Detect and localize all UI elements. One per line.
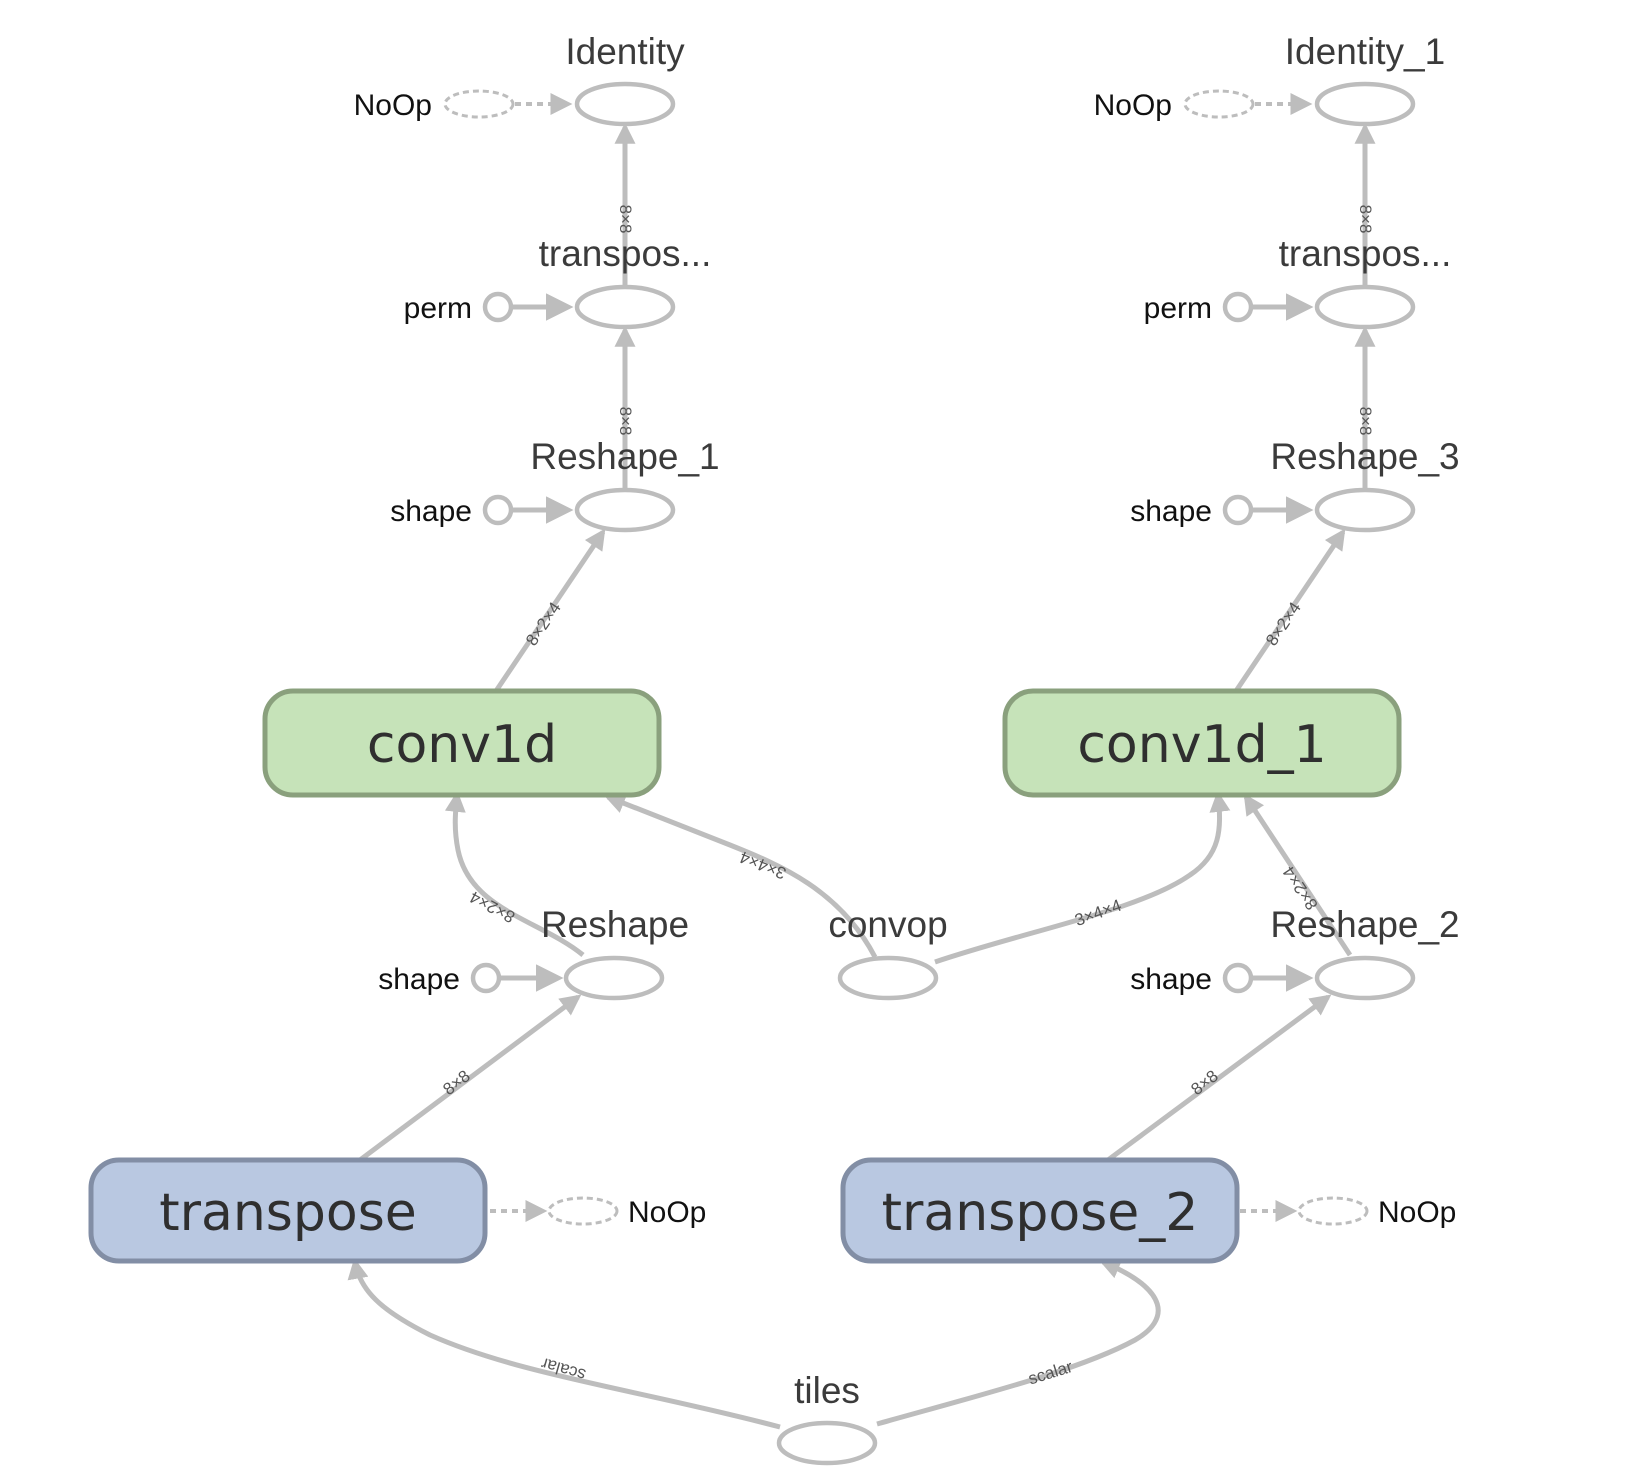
edge-reshape2-to-conv1d-1 <box>1243 793 1353 957</box>
op-node-ellipse[interactable] <box>837 955 939 1001</box>
node-label-transpose-op-left: transpos... <box>539 233 712 274</box>
edge-label: 8×8 <box>616 407 635 436</box>
node-reshape[interactable]: Reshape <box>541 904 689 1001</box>
edge-label: 8×2×4 <box>467 887 519 926</box>
group-label-conv1d: conv1d <box>367 715 557 775</box>
noop-node-ellipse[interactable] <box>1183 89 1255 119</box>
shape-input-reshape-1[interactable]: shape <box>390 494 514 528</box>
op-node-ellipse[interactable] <box>574 487 676 533</box>
edge-label: 8×8 <box>1187 1066 1221 1099</box>
node-label-reshape: Reshape <box>541 904 689 945</box>
group-node-box[interactable] <box>1002 688 1402 798</box>
node-reshape-1[interactable]: Reshape_1 <box>530 436 720 533</box>
edge-conv1d1-to-reshape3 <box>1233 528 1346 693</box>
group-node-box[interactable] <box>262 688 662 798</box>
group-node-box[interactable] <box>840 1157 1240 1264</box>
group-node-box[interactable] <box>88 1157 488 1264</box>
noop-node-ellipse[interactable] <box>1297 1196 1369 1226</box>
group-label-transpose-2: transpose_2 <box>882 1183 1199 1243</box>
edge-label: 3×4×4 <box>1072 896 1124 930</box>
edge-label: 3×4×4 <box>737 847 789 883</box>
edge-label: scalar <box>539 1354 588 1385</box>
node-convop[interactable]: convop <box>828 904 948 1001</box>
node-identity[interactable]: Identity <box>565 31 685 127</box>
const-node[interactable] <box>1222 962 1254 994</box>
noop-input-identity[interactable]: NoOp <box>354 89 515 122</box>
op-node-ellipse[interactable] <box>1314 284 1416 330</box>
node-label-transpose-op-right: transpos... <box>1279 233 1452 274</box>
node-label-identity-1: Identity_1 <box>1285 31 1445 72</box>
const-node[interactable] <box>482 291 514 323</box>
edge-transpose2-to-reshape2 <box>1106 994 1332 1163</box>
noop-label: NoOp <box>1094 89 1172 122</box>
edges <box>347 93 1376 1430</box>
noop-node-ellipse[interactable] <box>547 1196 619 1226</box>
group-node-transpose[interactable]: transpose <box>88 1157 488 1264</box>
noop-node-ellipse[interactable] <box>443 89 515 119</box>
edge-transpose-to-reshape <box>358 994 582 1163</box>
const-node[interactable] <box>1222 291 1254 323</box>
perm-input-left[interactable]: perm <box>404 291 514 325</box>
shape-label: shape <box>1130 963 1212 996</box>
edge-label: 8×8 <box>1356 407 1375 436</box>
edge-label: 8×2×4 <box>1262 599 1305 650</box>
edge-tiles-to-transpose <box>347 1257 781 1430</box>
shape-input-reshape-2[interactable]: shape <box>1130 962 1254 996</box>
shape-input-reshape[interactable]: shape <box>378 962 502 996</box>
node-identity-1[interactable]: Identity_1 <box>1285 31 1445 127</box>
group-node-transpose-2[interactable]: transpose_2 <box>840 1157 1240 1264</box>
node-transpose-op-right[interactable]: transpos... <box>1279 233 1452 330</box>
noop-output-transpose[interactable]: NoOp <box>547 1196 706 1229</box>
group-node-conv1d-1[interactable]: conv1d_1 <box>1002 688 1402 798</box>
const-node[interactable] <box>1222 494 1254 526</box>
node-label-convop: convop <box>828 904 947 945</box>
shape-input-reshape-3[interactable]: shape <box>1130 494 1254 528</box>
node-transpose-op-left[interactable]: transpos... <box>539 233 712 330</box>
op-node-ellipse[interactable] <box>563 955 665 1001</box>
perm-input-right[interactable]: perm <box>1144 291 1254 325</box>
noop-label: NoOp <box>354 89 432 122</box>
shape-label: shape <box>1130 495 1212 528</box>
noop-input-identity-1[interactable]: NoOp <box>1094 89 1255 122</box>
op-node-ellipse[interactable] <box>776 1420 878 1466</box>
node-label-reshape-3: Reshape_3 <box>1270 436 1459 477</box>
group-node-conv1d[interactable]: conv1d <box>262 688 662 798</box>
node-reshape-3[interactable]: Reshape_3 <box>1270 436 1460 533</box>
edge-conv1d-to-reshape1 <box>493 528 606 693</box>
group-label-conv1d-1: conv1d_1 <box>1077 715 1326 775</box>
op-node-ellipse[interactable] <box>574 81 676 127</box>
node-label-reshape-1: Reshape_1 <box>530 436 719 477</box>
op-node-ellipse[interactable] <box>1314 81 1416 127</box>
edge-label: 8×8 <box>1356 205 1375 234</box>
op-node-ellipse[interactable] <box>1314 487 1416 533</box>
node-label-tiles: tiles <box>794 1370 860 1411</box>
perm-label: perm <box>404 292 472 325</box>
edge-label: 8×8 <box>616 205 635 234</box>
shape-label: shape <box>390 495 472 528</box>
op-node-ellipse[interactable] <box>574 284 676 330</box>
const-node[interactable] <box>482 494 514 526</box>
edge-label: 8×2×4 <box>522 599 565 650</box>
node-label-identity: Identity <box>565 31 685 72</box>
edge-reshape-to-conv1d <box>444 790 585 957</box>
node-tiles[interactable]: tiles <box>776 1370 878 1466</box>
noop-label: NoOp <box>628 1196 706 1229</box>
noop-output-transpose-2[interactable]: NoOp <box>1297 1196 1456 1229</box>
node-reshape-2[interactable]: Reshape_2 <box>1270 904 1460 1001</box>
node-label-reshape-2: Reshape_2 <box>1270 904 1459 945</box>
edge-convop-to-conv1d-1 <box>934 790 1231 965</box>
const-node[interactable] <box>470 962 502 994</box>
noop-label: NoOp <box>1378 1196 1456 1229</box>
edge-tiles-to-transpose-2 <box>876 1258 1161 1427</box>
edge-convop-to-conv1d <box>604 793 878 959</box>
shape-label: shape <box>378 963 460 996</box>
perm-label: perm <box>1144 292 1212 325</box>
op-node-ellipse[interactable] <box>1314 955 1416 1001</box>
group-label-transpose: transpose <box>159 1183 417 1243</box>
edge-label: scalar <box>1026 1357 1075 1389</box>
